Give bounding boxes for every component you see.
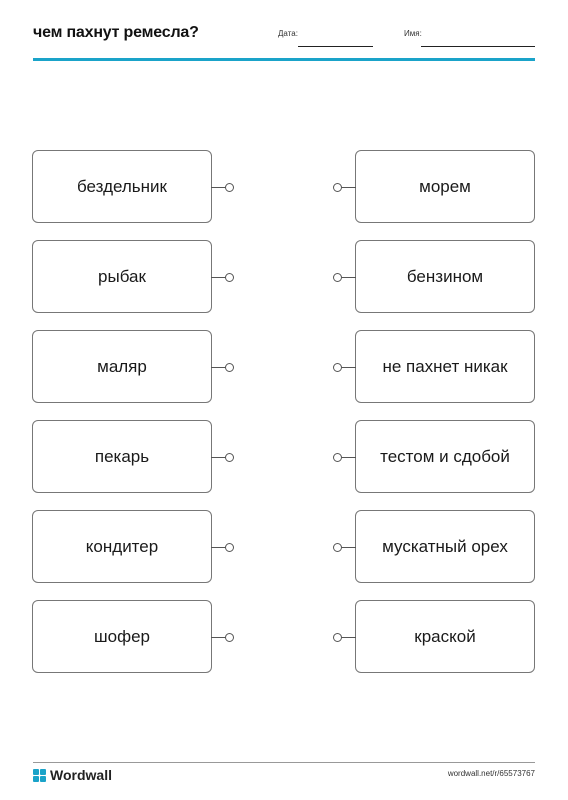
date-field[interactable] xyxy=(298,46,373,47)
connector-dot[interactable] xyxy=(333,363,342,372)
right-card[interactable]: тестом и сдобой xyxy=(333,420,535,493)
left-card[interactable]: рыбак xyxy=(32,240,234,313)
connector-dot[interactable] xyxy=(333,633,342,642)
connector-dot[interactable] xyxy=(225,273,234,282)
connector xyxy=(333,183,356,192)
connector xyxy=(333,543,356,552)
date-label: Дата: xyxy=(278,29,298,38)
right-card[interactable]: морем xyxy=(333,150,535,223)
card-label: рыбак xyxy=(98,266,146,286)
card-label: маляр xyxy=(97,356,147,376)
connector-dot[interactable] xyxy=(225,363,234,372)
connector-dot[interactable] xyxy=(225,183,234,192)
card-label: тестом и сдобой xyxy=(380,446,510,466)
connector xyxy=(211,183,234,192)
right-card[interactable]: мускатный орех xyxy=(333,510,535,583)
connector-dot[interactable] xyxy=(225,453,234,462)
source-url: wordwall.net/r/65573767 xyxy=(447,769,535,778)
connector-dot[interactable] xyxy=(333,183,342,192)
connector-dot[interactable] xyxy=(333,543,342,552)
left-card[interactable]: маляр xyxy=(32,330,234,403)
connector-dot[interactable] xyxy=(225,543,234,552)
connector xyxy=(333,273,356,282)
card-label: кондитер xyxy=(85,536,159,556)
card-label: мускатный орех xyxy=(382,536,508,556)
name-label: Имя: xyxy=(404,29,422,38)
connector xyxy=(211,273,234,282)
card-label: морем xyxy=(419,176,471,196)
right-card[interactable]: краской xyxy=(333,600,535,673)
name-field[interactable] xyxy=(421,46,535,47)
card-label: бездельник xyxy=(77,176,167,196)
connector xyxy=(333,633,356,642)
connector xyxy=(211,543,234,552)
wordwall-logo[interactable]: Wordwall xyxy=(33,767,112,783)
connector-dot[interactable] xyxy=(225,633,234,642)
card-label: не пахнет никак xyxy=(382,356,508,376)
left-card[interactable]: бездельник xyxy=(32,150,234,223)
left-card[interactable]: шофер xyxy=(32,600,234,673)
right-card[interactable]: бензином xyxy=(333,240,535,313)
right-column: морем бензином не пахнет никак тестом и … xyxy=(333,150,535,690)
right-card[interactable]: не пахнет никак xyxy=(333,330,535,403)
connector xyxy=(333,453,356,462)
connector-dot[interactable] xyxy=(333,453,342,462)
card-label: краской xyxy=(414,626,476,646)
worksheet-title: чем пахнут ремесла? xyxy=(33,24,199,41)
card-label: бензином xyxy=(406,266,484,286)
brand-name: Wordwall xyxy=(50,767,112,783)
card-label: шофер xyxy=(94,626,150,646)
footer-divider xyxy=(33,762,535,763)
connector-dot[interactable] xyxy=(333,273,342,282)
left-card[interactable]: кондитер xyxy=(32,510,234,583)
left-column: бездельник рыбак маляр пекарь кондитер ш… xyxy=(32,150,234,690)
card-label: пекарь xyxy=(94,446,150,466)
connector xyxy=(211,453,234,462)
header-divider xyxy=(33,58,535,61)
connector xyxy=(333,363,356,372)
wordwall-logo-icon xyxy=(33,768,46,782)
left-card[interactable]: пекарь xyxy=(32,420,234,493)
connector xyxy=(211,363,234,372)
connector xyxy=(211,633,234,642)
